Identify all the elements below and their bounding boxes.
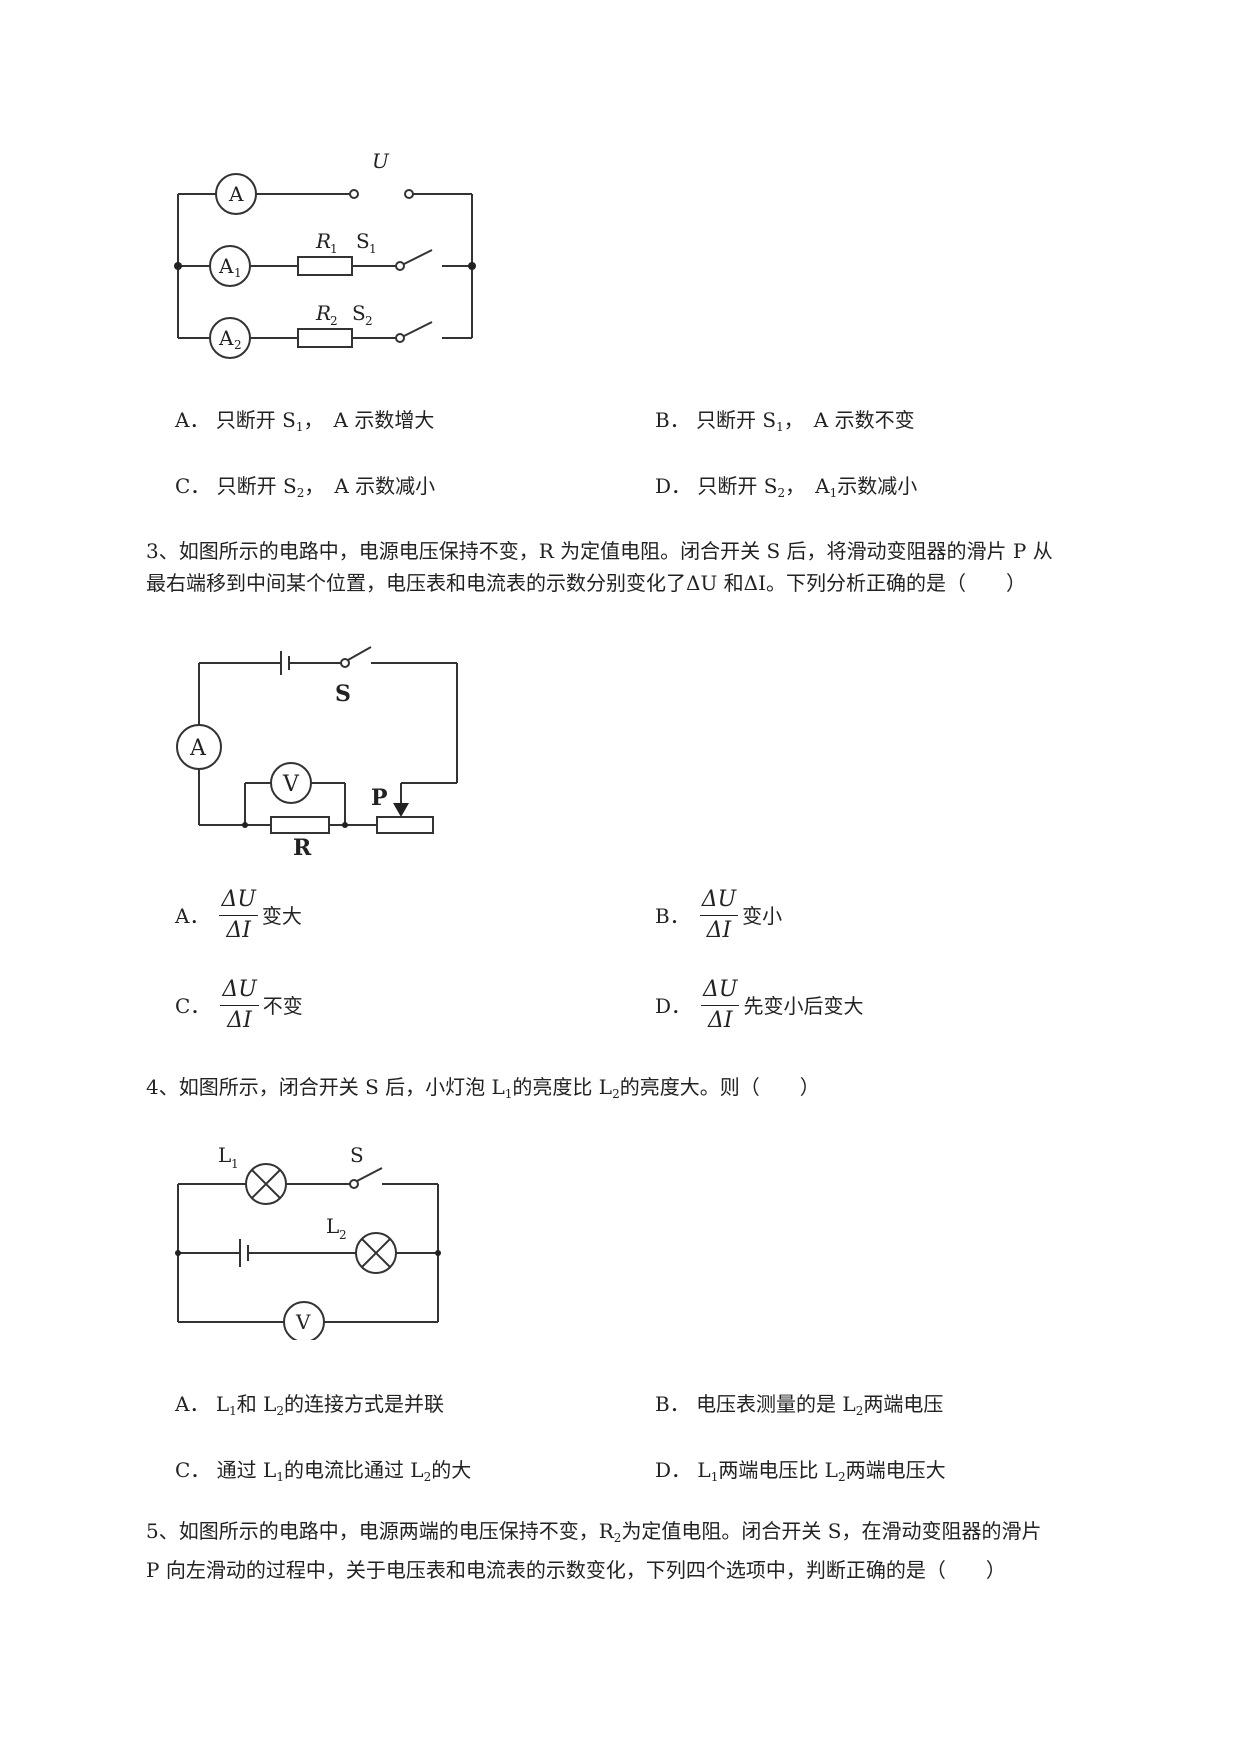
- ammeter-a2-label: A: [218, 326, 234, 350]
- slider-p-label: P: [371, 785, 388, 811]
- switch-s1-label: S: [356, 229, 370, 253]
- resistor-r1-label: R: [315, 229, 331, 253]
- q4-option-d[interactable]: D． L1两端电压比 L2两端电压大: [655, 1458, 946, 1484]
- voltage-u-label: U: [372, 150, 390, 173]
- ammeter-a1-label: A: [218, 254, 234, 278]
- switch-s2-sub: 2: [365, 314, 373, 328]
- q4-stem: 4、如图所示，闭合开关 S 后，小灯泡 L1的亮度比 L2的亮度大。则（ ）: [146, 1075, 820, 1101]
- switch-s2-label: S: [352, 301, 366, 325]
- bulb-l2-label: L: [326, 1214, 339, 1238]
- resistor-r1-sub: 1: [330, 242, 338, 256]
- q2-option-a[interactable]: A． 只断开 S1， A 示数增大: [175, 408, 435, 434]
- ammeter-label: A: [189, 736, 207, 761]
- voltmeter-label: V: [295, 1310, 311, 1334]
- circuit-diagram-q4: L 1 S L 2 V: [175, 1143, 441, 1340]
- ammeter-a2-sub: 2: [234, 338, 242, 352]
- q4-option-a[interactable]: A． L1和 L2的连接方式是并联: [175, 1392, 445, 1418]
- q2-option-b[interactable]: B． 只断开 S1， A 示数不变: [655, 408, 915, 434]
- q4-option-b[interactable]: B． 电压表测量的是 L2两端电压: [655, 1392, 944, 1418]
- bulb-l2-sub: 2: [339, 1228, 347, 1242]
- circuit-diagram-q2: A U A 1 A 2 R 1 R 2 S 1 S 2: [174, 150, 476, 359]
- q5-stem: 5、如图所示的电路中，电源两端的电压保持不变，R2为定值电阻。闭合开关 S，在滑…: [146, 1519, 1042, 1582]
- switch-s1-sub: 1: [369, 242, 377, 256]
- q2-option-c[interactable]: C． 只断开 S2， A 示数减小: [175, 474, 436, 500]
- voltmeter-label: V: [282, 772, 300, 797]
- resistor-r2-label: R: [315, 301, 331, 325]
- switch-label: S: [335, 681, 351, 707]
- resistor-r2-sub: 2: [330, 314, 338, 328]
- ammeter-a-label: A: [228, 182, 244, 206]
- q2-option-d[interactable]: D． 只断开 S2， A1示数减小: [655, 474, 918, 500]
- circuit-diagram-q3: A V S P R: [176, 646, 458, 861]
- q4-option-c[interactable]: C． 通过 L1的电流比通过 L2的大: [175, 1458, 472, 1484]
- switch-label: S: [350, 1143, 364, 1167]
- resistor-label: R: [293, 835, 312, 861]
- q3-stem: 3、如图所示的电路中，电源电压保持不变，R 为定值电阻。闭合开关 S 后，将滑动…: [146, 539, 1053, 595]
- ammeter-a1-sub: 1: [234, 266, 242, 280]
- bulb-l1-label: L: [218, 1143, 231, 1167]
- bulb-l1-sub: 1: [231, 1157, 239, 1171]
